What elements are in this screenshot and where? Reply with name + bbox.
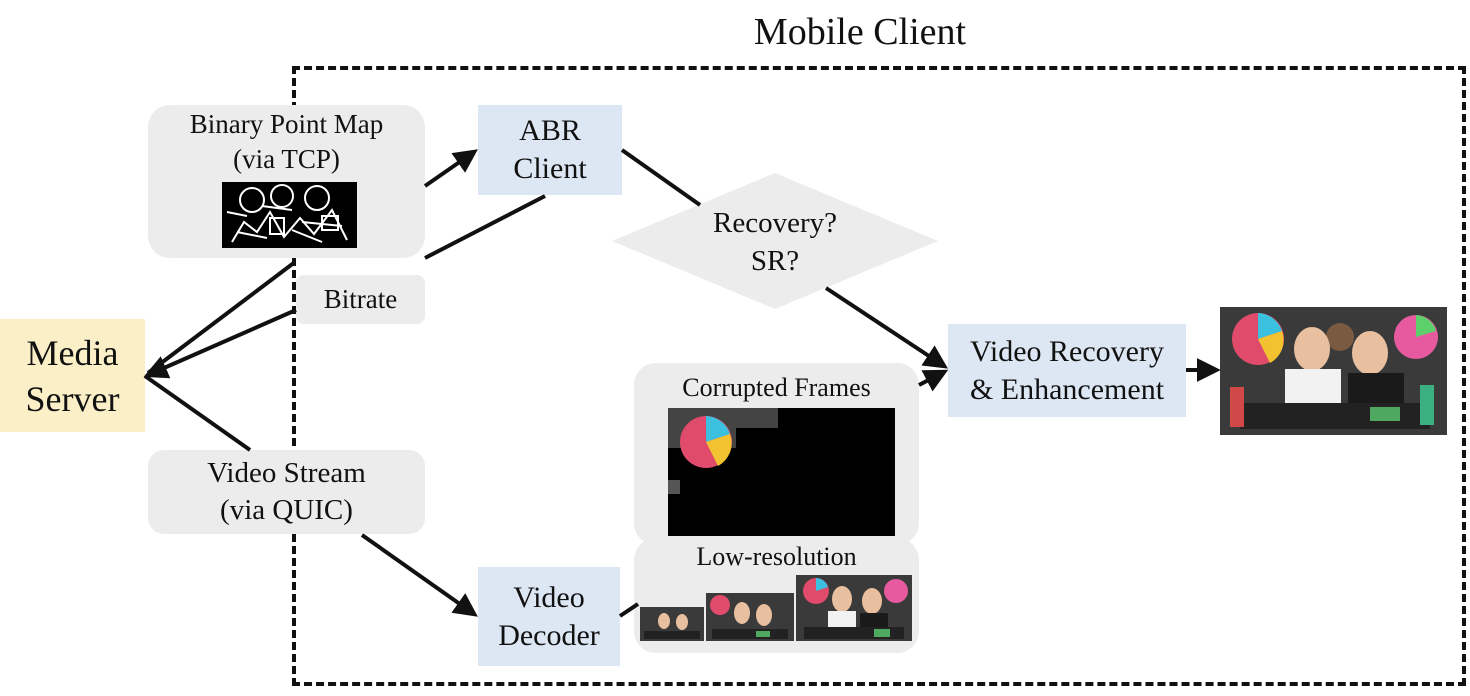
low-resolution-label: Low-resolution <box>696 542 857 571</box>
media-server-line-1: Media <box>26 332 119 373</box>
enhanced-frame-image <box>1220 307 1447 435</box>
low-resolution-frame-image <box>640 575 912 641</box>
line-server-to-stream <box>143 374 252 452</box>
video-recovery-line-2: & Enhancement <box>969 372 1165 406</box>
video-stream-line-2: (via QUIC) <box>220 494 353 526</box>
corrupted-frames-label: Corrupted Frames <box>682 373 871 402</box>
video-decoder-node: Video Decoder <box>478 567 620 666</box>
mobile-client-frame <box>292 66 1466 686</box>
video-decoder-line-1: Video <box>513 580 585 614</box>
video-recovery-line-1: Video Recovery <box>970 334 1164 368</box>
video-recovery-node: Video Recovery & Enhancement <box>948 324 1186 417</box>
media-server-line-2: Server <box>25 378 120 419</box>
bitrate-label: Bitrate <box>323 284 398 314</box>
video-stream-line-1: Video Stream <box>207 457 366 489</box>
binary-point-map-line-1: Binary Point Map <box>189 109 384 139</box>
line-abr-to-bitrate <box>424 194 546 260</box>
video-decoder-line-2: Decoder <box>498 618 600 652</box>
decision-diamond <box>612 173 938 309</box>
line-server-to-bpm <box>146 260 297 375</box>
arrow-bpm-to-abr <box>423 149 478 188</box>
decision-line-1: Recovery? <box>713 207 837 239</box>
diagram-title: Mobile Client <box>753 11 967 53</box>
line-abr-to-decision <box>620 148 702 207</box>
binary-point-map-image <box>222 182 357 248</box>
line-bitrate-to-server <box>143 308 297 379</box>
corrupted-frame-image <box>668 408 895 536</box>
decision-line-2: SR? <box>750 245 800 277</box>
bitrate-node: Bitrate <box>296 275 425 324</box>
abr-client-line-1: ABR <box>519 114 581 147</box>
abr-client-node: ABR Client <box>478 105 622 195</box>
media-server-node: Media Server <box>0 319 145 432</box>
arrow-corrupted-to-recovery <box>918 369 949 392</box>
video-stream-node: Video Stream (via QUIC) <box>148 450 425 534</box>
abr-client-line-2: Client <box>513 152 587 185</box>
arrow-decision-to-recovery <box>824 286 949 369</box>
arrow-stream-to-decoder <box>360 533 478 617</box>
decision-text: Recovery? SR? <box>680 200 870 284</box>
binary-point-map-line-2: (via TCP) <box>233 144 340 174</box>
line-decoder-to-lowres <box>618 602 640 618</box>
